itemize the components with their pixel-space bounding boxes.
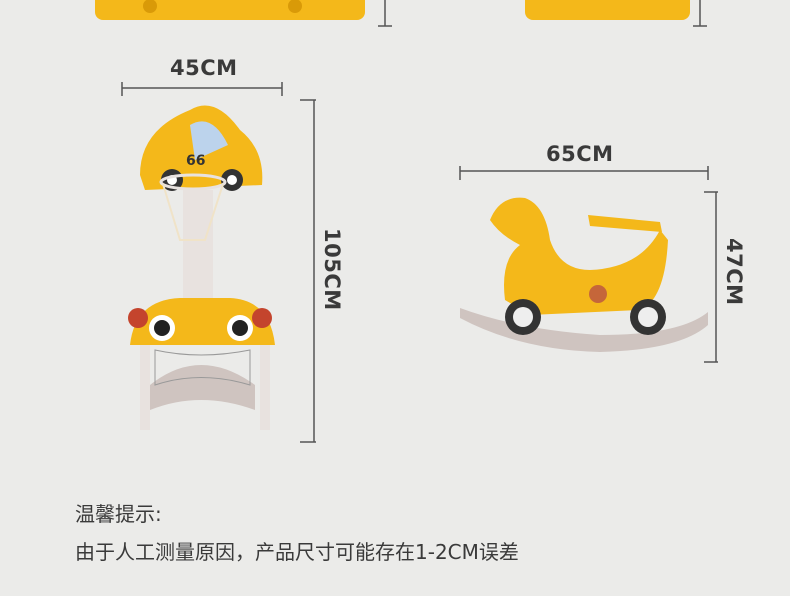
tip-text: 由于人工测量原因，产品尺寸可能存在1-2CM误差 [75,540,519,564]
horse-height-label: 47CM [722,238,746,306]
rocking-horse [460,197,708,352]
width-line-horse [459,166,709,180]
basketball-goal-stand [128,105,275,430]
top-fence-left [95,0,365,20]
height-line-horse [704,191,718,363]
top-fence-right [525,0,690,20]
width-line-stand [121,82,283,96]
decal-66: 66 [186,153,205,169]
horse-length-label: 65CM [546,142,614,166]
height-line-stand [300,99,316,443]
stand-width-label: 45CM [170,56,238,80]
tip-title: 温馨提示: [75,502,162,526]
stand-height-label: 105CM [320,228,344,311]
